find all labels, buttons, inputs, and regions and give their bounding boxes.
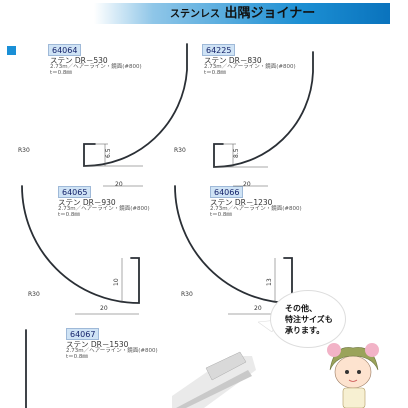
profile-64065 xyxy=(21,185,140,304)
page-title-main: 出隅ジョイナー xyxy=(224,6,316,21)
page-title: ステンレス 出隅ジョイナー xyxy=(170,5,315,23)
radius-label: R30 xyxy=(18,147,30,154)
product-thickness: t＝0.8㎜ xyxy=(210,212,232,218)
product-spec: 2.73m／ヘアーライン・鏡面(#800) xyxy=(204,64,296,70)
callout-bubble xyxy=(270,290,346,348)
product-thickness: t＝0.8㎜ xyxy=(66,354,88,360)
width-label: 20 xyxy=(100,305,108,312)
width-label: 20 xyxy=(243,181,251,188)
callout-line: 承ります。 xyxy=(285,326,325,335)
product-thickness: t＝0.8㎜ xyxy=(58,212,80,218)
product-code-64065: 64065 xyxy=(58,186,92,198)
product-name: ステン DR－830 xyxy=(204,56,262,65)
product-spec: 2.73m／ヘアーライン・鏡面(#800) xyxy=(66,348,158,354)
mascot-illustration xyxy=(327,343,379,408)
product-thickness: t＝0.8㎜ xyxy=(50,70,72,76)
radius-label: R30 xyxy=(181,291,193,298)
radius-label: R30 xyxy=(174,147,186,154)
callout-line: 特注サイズも xyxy=(285,315,333,324)
height-label: 13 xyxy=(266,278,273,286)
radius-label: R30 xyxy=(28,291,40,298)
product-spec: 2.73m／ヘアーライン・鏡面(#800) xyxy=(210,206,302,212)
callout-text: その他、 特注サイズも 承ります。 xyxy=(285,303,337,336)
product-thickness: t＝0.8㎜ xyxy=(204,70,226,76)
width-label: 20 xyxy=(115,181,123,188)
product-name: ステン DR－1530 xyxy=(66,340,129,349)
profile-64066 xyxy=(174,185,293,304)
product-code-64225: 64225 xyxy=(202,44,236,56)
height-label: 8.5 xyxy=(233,148,240,158)
height-label: 10 xyxy=(113,278,120,286)
header-bar xyxy=(94,3,390,24)
product-name: ステン DR－930 xyxy=(58,198,116,207)
product-spec: 2.73m／ヘアーライン・鏡面(#800) xyxy=(58,206,150,212)
product-name: ステン DR－530 xyxy=(50,56,108,65)
profile-64225 xyxy=(213,51,314,168)
installation-photo xyxy=(172,351,256,408)
product-code-64067: 64067 xyxy=(66,328,100,340)
product-name: ステン DR－1230 xyxy=(210,198,273,207)
product-spec: 2.73m／ヘアーライン・鏡面(#800) xyxy=(50,64,142,70)
product-code-64066: 64066 xyxy=(210,186,244,198)
profile-64064 xyxy=(83,43,188,167)
callout-line: その他、 xyxy=(285,304,317,313)
width-label: 20 xyxy=(254,305,262,312)
section-marker xyxy=(7,46,16,55)
product-code-64064: 64064 xyxy=(48,44,82,56)
height-label: 6.5 xyxy=(105,148,112,158)
page-title-prefix: ステンレス xyxy=(170,9,220,20)
